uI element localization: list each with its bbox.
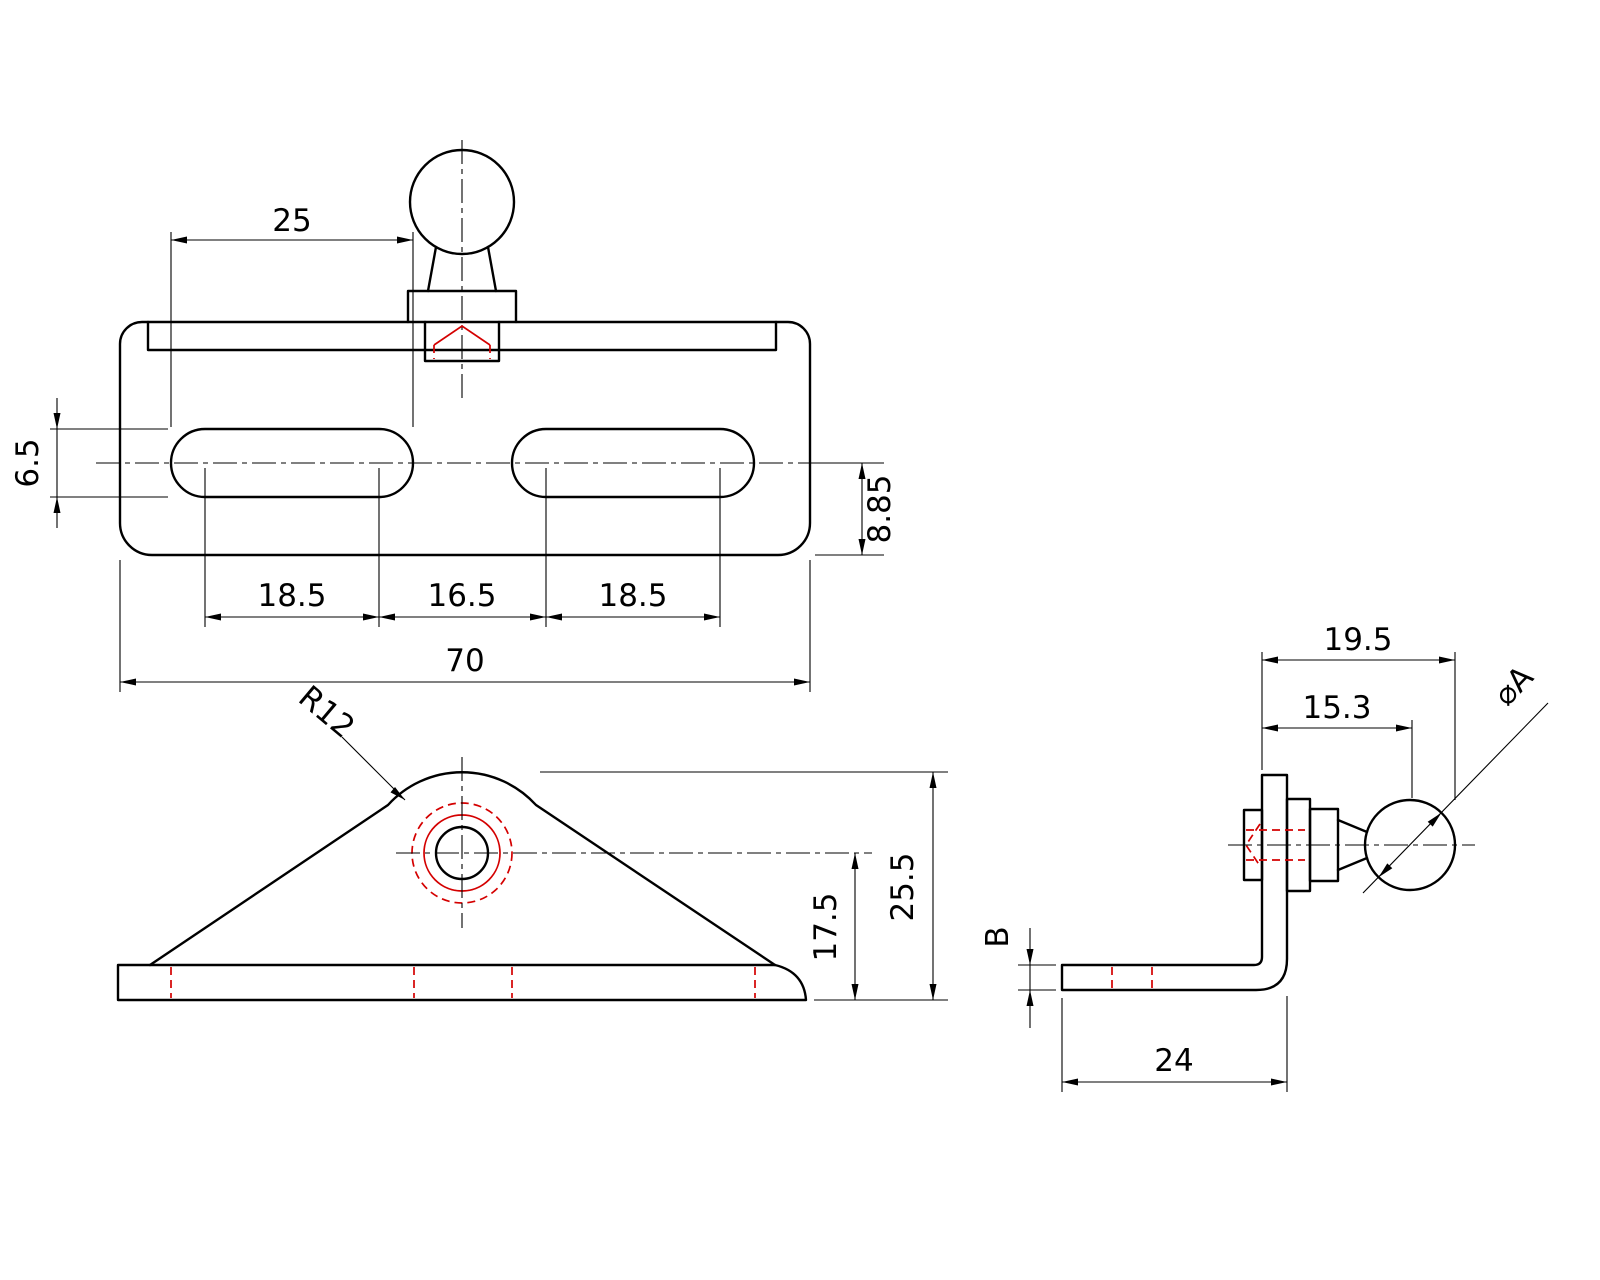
arrowhead <box>858 463 866 479</box>
dim-peak-radius: R12 <box>291 679 406 801</box>
top-view: 25 6.5 8.85 18.5 16.5 18.5 <box>10 140 898 692</box>
arrowhead <box>363 613 379 621</box>
dim-label: 8.85 <box>862 474 898 543</box>
dim-overall-width: 70 <box>119 560 811 692</box>
arrowhead <box>1026 949 1034 965</box>
dim-label: 15.3 <box>1302 690 1371 726</box>
arrowhead <box>546 613 562 621</box>
arrowhead <box>929 772 937 788</box>
nut-outline <box>423 320 501 363</box>
ball-stud-ball <box>408 148 516 256</box>
arrowhead <box>1396 724 1412 732</box>
dim-edge-distance: 8.85 <box>815 462 898 556</box>
dim-label: R12 <box>291 679 361 746</box>
arrowhead <box>858 539 866 555</box>
dim-slot-centers-row: 18.5 16.5 18.5 <box>204 468 721 627</box>
dim-label: 25 <box>272 203 311 239</box>
nut-hex-highlight <box>433 324 491 346</box>
dim-label: 18.5 <box>598 578 667 614</box>
arrowhead <box>704 613 720 621</box>
dim-lines <box>1018 928 1056 1028</box>
arrowhead <box>1427 812 1442 827</box>
arrowhead <box>530 613 546 621</box>
arrowhead <box>1271 1078 1287 1086</box>
dim-label: B <box>980 926 1016 947</box>
slot-hidden-edges <box>170 967 756 998</box>
arrowhead <box>1262 656 1278 664</box>
dim-lines <box>1061 996 1288 1092</box>
dim-ball-center: 15.3 <box>1262 690 1413 798</box>
dim-lines <box>119 560 811 692</box>
arrowhead <box>205 613 221 621</box>
dim-base-length: 24 <box>1061 996 1288 1092</box>
arrowhead <box>1062 1078 1078 1086</box>
dim-slot-width: 6.5 <box>10 398 168 528</box>
dim-thickness: B <box>980 926 1056 1028</box>
thread-hidden-lines <box>1244 823 1305 867</box>
dim-lines <box>170 232 414 427</box>
slot-hidden-edges <box>1111 967 1153 988</box>
dim-overall-height: 25.5 <box>540 771 948 1000</box>
dim-label: 19.5 <box>1323 622 1392 658</box>
arrowhead <box>1026 990 1034 1006</box>
dim-hole-height: 17.5 <box>808 853 948 1001</box>
plate-outline <box>118 320 812 557</box>
arrowhead <box>171 236 187 244</box>
dim-slot-length: 25 <box>170 203 414 427</box>
dim-label: ⌀A <box>1487 659 1541 713</box>
arrowhead <box>794 678 810 686</box>
dim-stud-overall: 19.5 <box>1261 622 1456 800</box>
arrowhead <box>851 853 859 869</box>
front-view: R12 17.5 25.5 <box>116 679 948 1002</box>
angle-bracket-outline <box>1060 773 1289 992</box>
stud-neck <box>1336 818 1369 872</box>
dim-label: 17.5 <box>808 892 844 961</box>
arrowhead <box>1439 656 1455 664</box>
dim-label: 6.5 <box>10 438 46 487</box>
dim-label: 18.5 <box>257 578 326 614</box>
side-view: ⌀A 19.5 15.3 B 24 <box>980 622 1549 1092</box>
dim-label: 25.5 <box>885 852 921 921</box>
dim-lines <box>204 468 721 627</box>
dim-label: 70 <box>445 643 484 679</box>
arrowhead <box>851 984 859 1000</box>
arrowhead <box>1378 863 1393 878</box>
dim-lines <box>1262 720 1413 798</box>
ball-stud-collar <box>406 289 518 324</box>
arrowhead <box>120 678 136 686</box>
dim-lines <box>814 853 948 1001</box>
arrowhead <box>53 497 61 513</box>
arrowhead <box>1262 724 1278 732</box>
base-strip-outline <box>116 963 808 1002</box>
arrowhead <box>929 984 937 1000</box>
nut-hidden-lines <box>433 345 491 359</box>
dim-label: 16.5 <box>427 578 496 614</box>
arrowhead <box>397 236 413 244</box>
arrowhead <box>379 613 395 621</box>
arrowhead <box>390 787 405 800</box>
arrowhead <box>53 413 61 429</box>
ball-stud-neck <box>426 245 498 293</box>
dim-lines <box>1261 652 1456 800</box>
dim-lines <box>540 771 948 1000</box>
dim-label: 24 <box>1154 1043 1193 1079</box>
